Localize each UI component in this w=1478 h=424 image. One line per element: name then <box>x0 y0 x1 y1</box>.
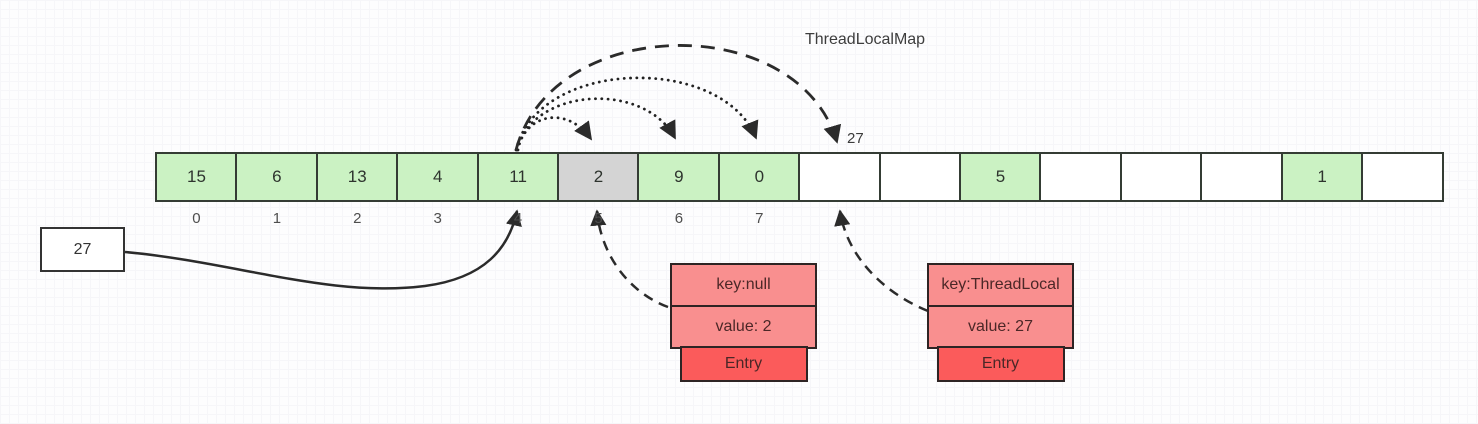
array-cell <box>1119 152 1203 202</box>
array-cell <box>1361 152 1444 202</box>
source-value-box: 27 <box>40 227 125 272</box>
array-cell <box>1200 152 1284 202</box>
cell-index-label: 5 <box>594 210 603 227</box>
entry-stack-null: key:null value: 2 Entry <box>670 263 817 382</box>
probe-arc-1 <box>516 116 593 152</box>
entry-value-row: value: 27 <box>927 304 1074 349</box>
entry-key-row: key:null <box>670 263 817 307</box>
cell-index-label: 4 <box>513 210 523 227</box>
cell-index-label: 6 <box>674 210 684 227</box>
cell-index-label: 1 <box>272 210 282 227</box>
probe-arc-3 <box>514 76 759 152</box>
array-cell <box>878 152 962 202</box>
entry-threadlocal-arrow <box>834 209 929 313</box>
cell-index-label: 3 <box>433 210 442 227</box>
probe-value-annotation: 27 <box>847 130 864 147</box>
diagram-title: ThreadLocalMap <box>805 31 926 48</box>
array-cell <box>1039 152 1123 202</box>
cell-index-label: 2 <box>353 210 362 227</box>
source-value-label: 27 <box>73 240 92 258</box>
probe-arc-final-dashed <box>514 44 842 151</box>
cell-index-label: 0 <box>192 210 201 227</box>
probe-arc-2 <box>515 97 677 152</box>
entry-tag: Entry <box>679 346 808 382</box>
array-cell <box>798 152 882 202</box>
array-cell: 5 <box>959 152 1042 202</box>
entry-key-row: key:ThreadLocal <box>927 263 1074 307</box>
entry-value-row: value: 2 <box>670 304 817 349</box>
array-cell: 1 <box>1280 152 1364 202</box>
cell-index-label: 7 <box>755 210 764 227</box>
entry-tag: Entry <box>936 346 1065 382</box>
entry-stack-threadlocal: key:ThreadLocal value: 27 Entry <box>927 263 1074 382</box>
